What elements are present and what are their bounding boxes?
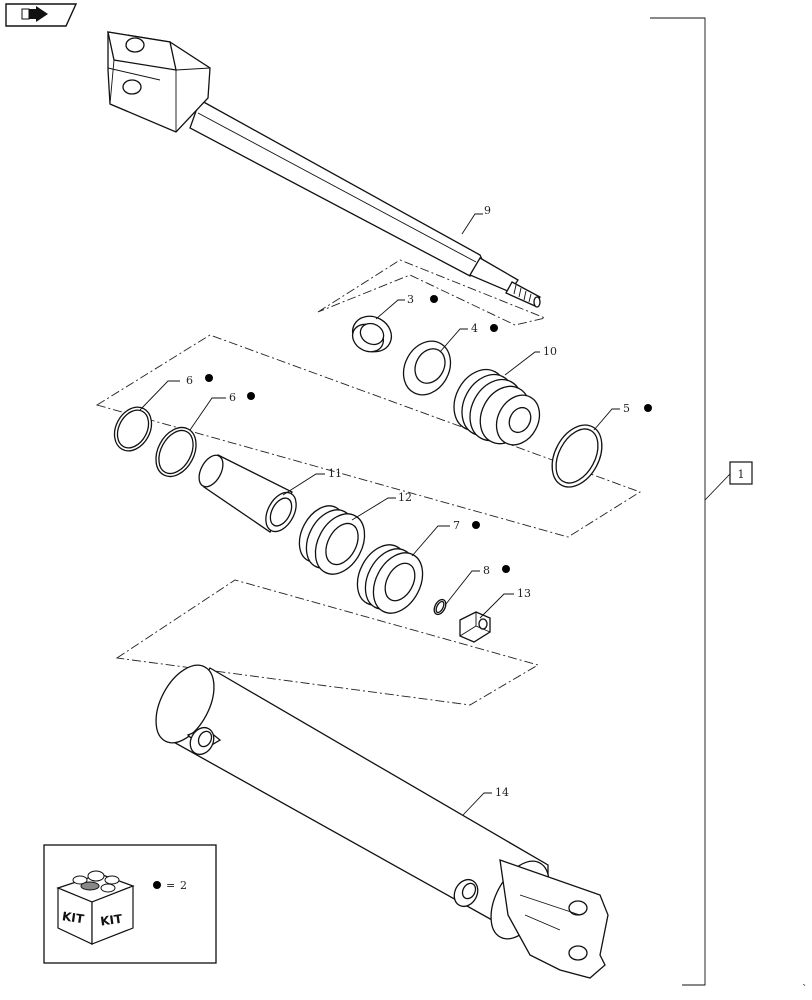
- part-10-gland: [453, 368, 541, 446]
- part-5-o-ring: [551, 424, 603, 488]
- kit-legend-dot: [153, 881, 161, 889]
- kit-dot-3: [430, 295, 438, 303]
- callout-9: 9: [484, 204, 491, 217]
- callout-3: 3: [407, 293, 414, 306]
- kit-dot-7: [472, 521, 480, 529]
- kit-group-outline-top: [317, 259, 547, 326]
- part-6-ring-b: [155, 426, 197, 478]
- kit-text-left: KIT: [61, 909, 85, 926]
- kit-dot-5: [644, 404, 652, 412]
- navigate-arrow-icon[interactable]: [5, 3, 78, 27]
- part-7-seal: [356, 544, 424, 614]
- callout-12: 12: [398, 491, 412, 504]
- part-3-bushing: [351, 315, 393, 353]
- kit-dot-8: [502, 565, 510, 573]
- callout-5: 5: [623, 402, 630, 415]
- kit-legend-ref: 2: [180, 879, 187, 892]
- part-14-barrel: [155, 664, 609, 979]
- svg-text:`: `: [802, 983, 808, 996]
- callout-4: 4: [471, 322, 478, 335]
- callout-13: 13: [517, 587, 531, 600]
- kit-dot-6a: [205, 374, 213, 382]
- kit-legend: KIT KIT = 2: [43, 844, 217, 964]
- part-12-piston: [298, 505, 366, 575]
- kit-legend-equals: =: [166, 879, 175, 892]
- kit-group-outline-bottom: [115, 579, 540, 706]
- assembly-ref-box: [729, 461, 753, 485]
- callout-11: 11: [328, 467, 342, 480]
- callout-6b: 6: [229, 391, 236, 404]
- callout-6a: 6: [186, 374, 193, 387]
- kit-dot-6b: [247, 392, 255, 400]
- callout-leaders: [139, 213, 620, 816]
- part-6-ring-a: [113, 406, 153, 452]
- part-11-sleeve: [198, 454, 297, 533]
- kit-dot-4: [490, 324, 498, 332]
- part-4-ring: [402, 340, 452, 396]
- callout-8: 8: [483, 564, 490, 577]
- callout-7: 7: [453, 519, 460, 532]
- kit-group-outline-middle: [95, 334, 642, 538]
- piston-rod: [107, 31, 541, 308]
- kit-box-icon: KIT KIT: [56, 870, 135, 945]
- part-13-nut: [459, 611, 491, 643]
- callout-10: 10: [543, 345, 557, 358]
- callout-14: 14: [495, 786, 509, 799]
- assembly-bracket: 1: [650, 17, 753, 986]
- assembly-ref-number: 1: [738, 468, 745, 481]
- part-8-snap-ring: [433, 598, 447, 616]
- kit-text-right: KIT: [99, 912, 123, 929]
